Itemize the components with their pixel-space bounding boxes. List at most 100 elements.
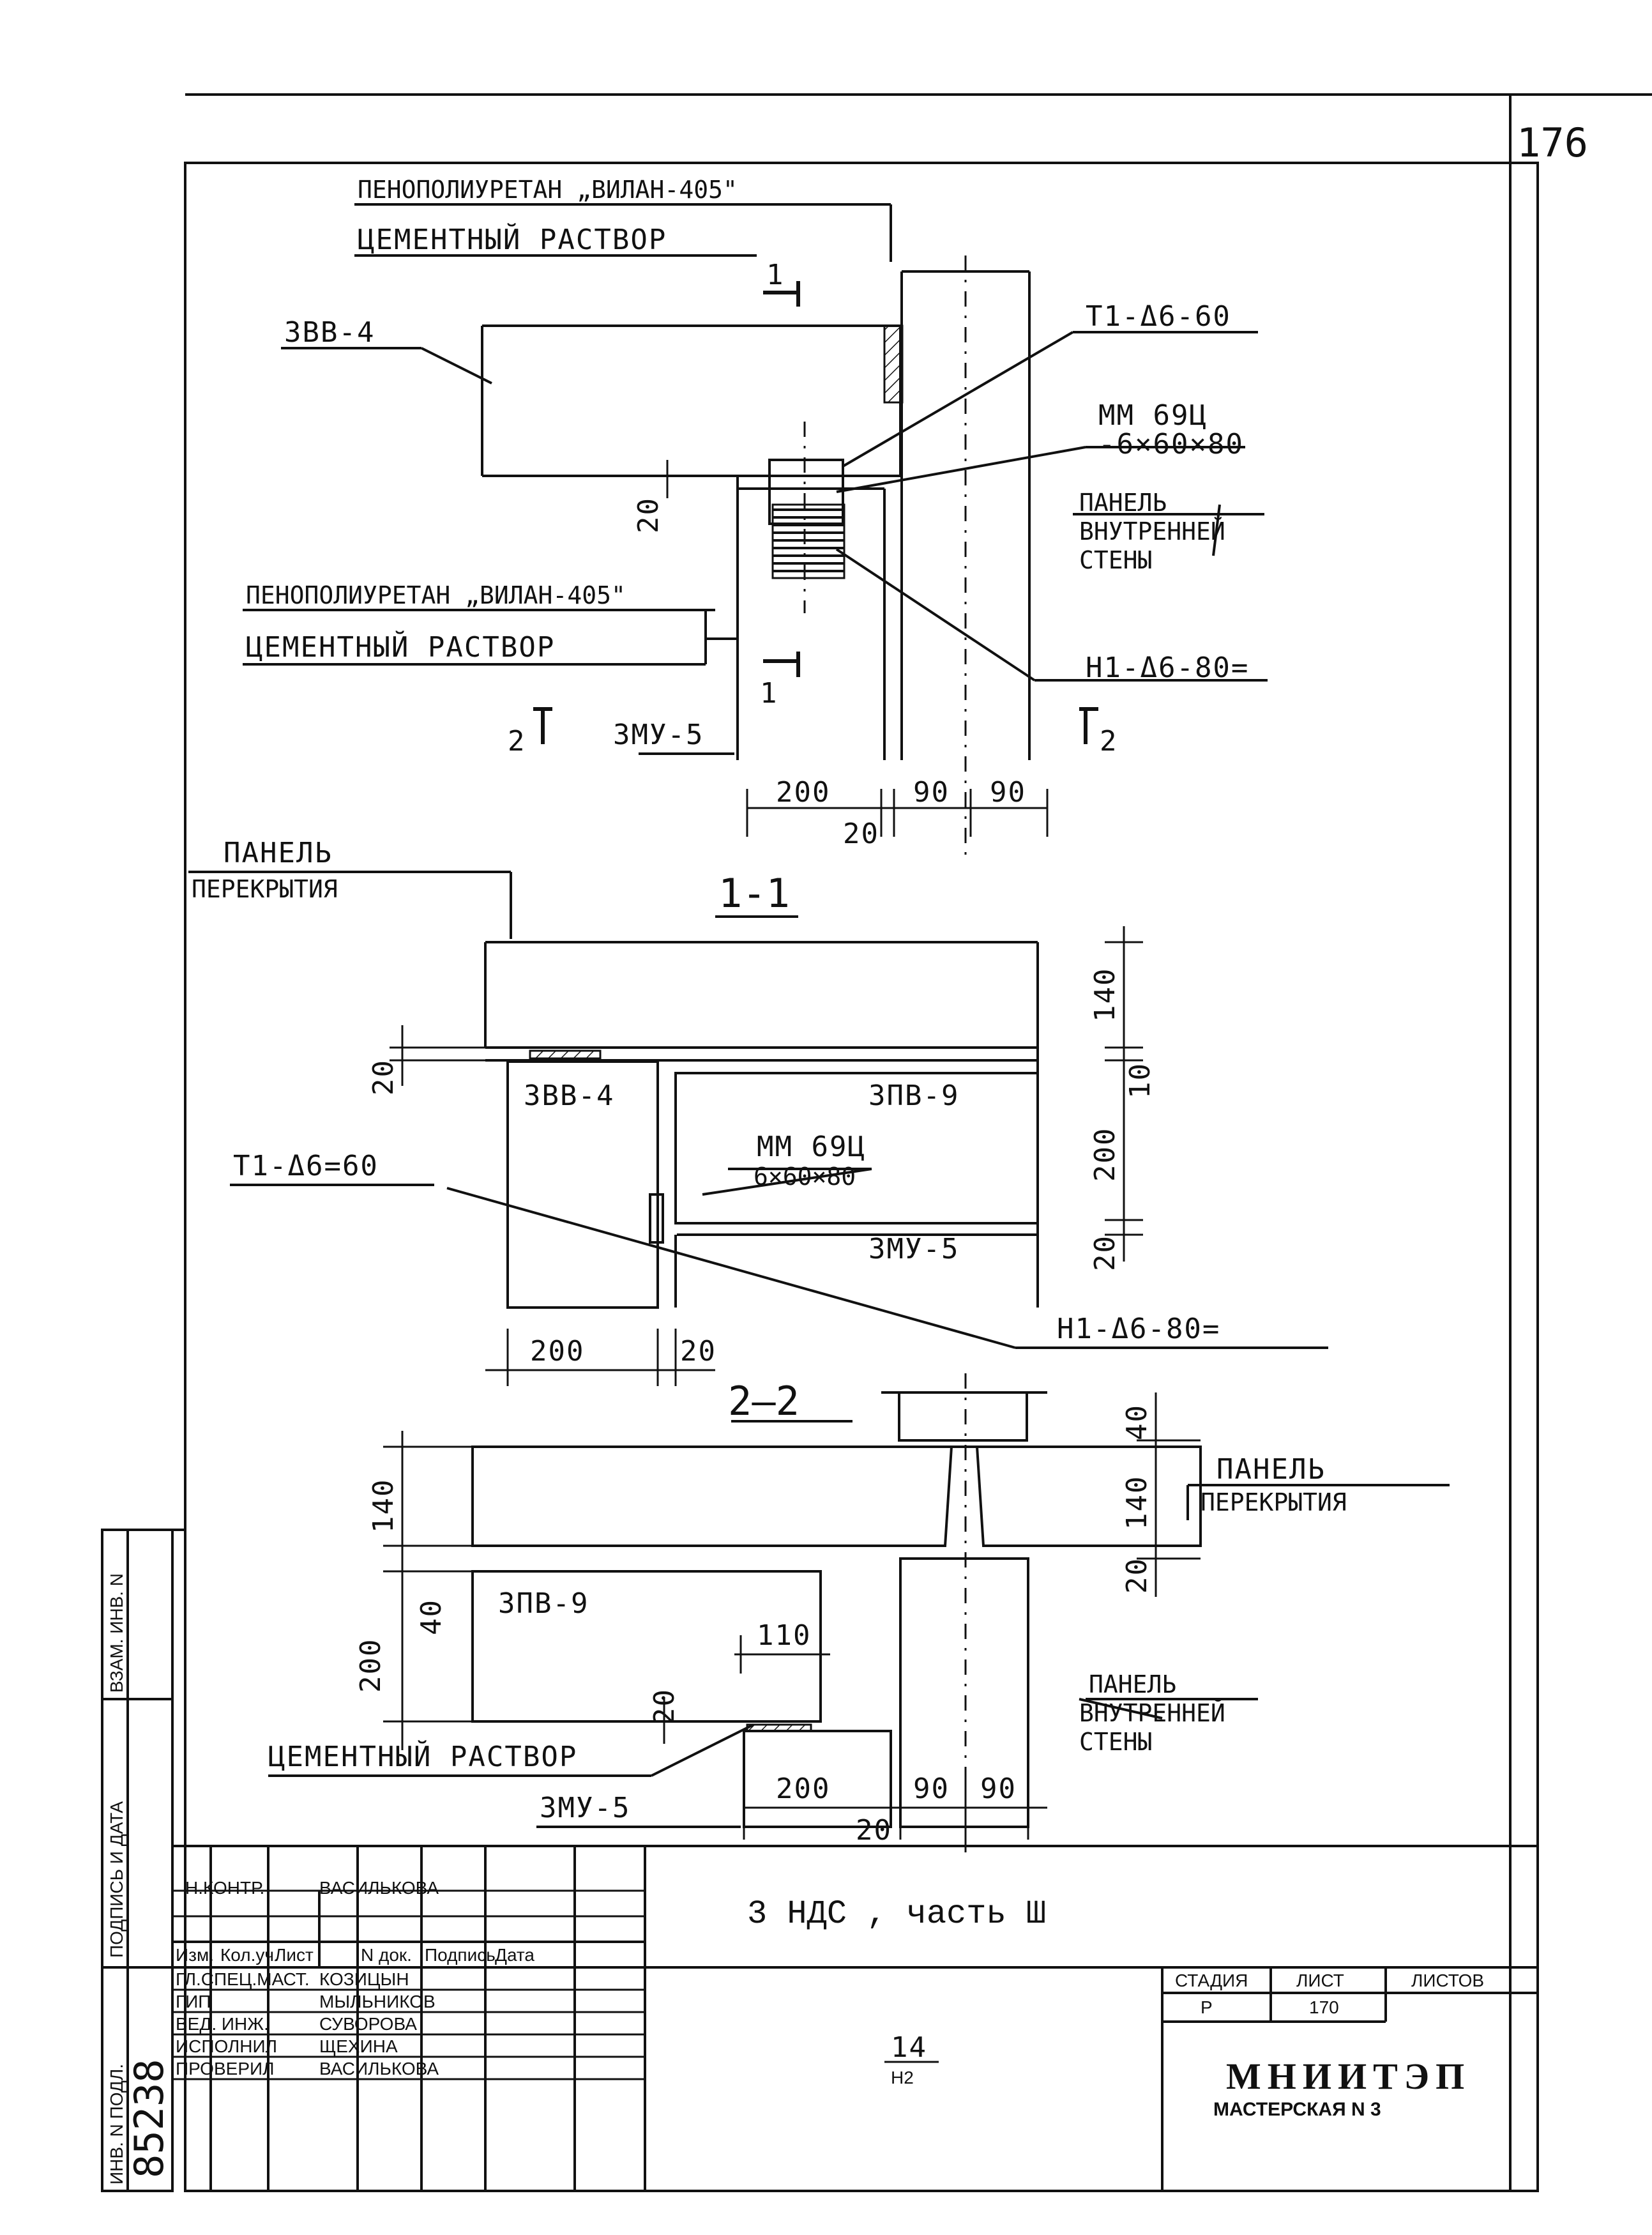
- v2-h1-label: Н1-Δ6-80=: [1057, 1313, 1220, 1345]
- v1-section-mark-1: 1: [766, 259, 785, 291]
- v2-dim-20h: 20: [680, 1335, 716, 1368]
- tb-header-5: Дата: [495, 1945, 534, 1965]
- v3-dim-110: 110: [757, 1619, 811, 1652]
- tb-row-3-role: ИСПОЛНИЛ: [176, 2036, 277, 2056]
- tb-org-sub: МАСТЕРСКАЯ N 3: [1213, 2099, 1381, 2120]
- v3-dim-90b: 90: [980, 1773, 1017, 1805]
- sheet-number: 176: [1517, 119, 1588, 166]
- tb-row-0-name: КОЗИЦЫН: [319, 1969, 409, 1989]
- tb-sheet-label: ЛИСТ: [1296, 1971, 1344, 1990]
- v2-dim-200: 200: [1089, 1127, 1121, 1182]
- v2-dim-20a: 20: [367, 1059, 400, 1095]
- v2-mm-size: 6×60×80: [754, 1163, 856, 1191]
- title-block: [172, 1845, 1538, 2191]
- tb-stage-label: СТАДИЯ: [1175, 1971, 1248, 1990]
- v1-dim-200: 200: [776, 776, 830, 809]
- tb-row-2-name: СУВОРОВА: [319, 2014, 417, 2034]
- v3-inner-wall-2: ВНУТРЕННЕЙ: [1079, 1699, 1225, 1727]
- tb-row-0-role: ГЛ.СПЕЦ.МАСТ.: [176, 1969, 310, 1989]
- stamp-vzam: ВЗАМ. ИНВ. N: [107, 1573, 126, 1693]
- tb-row-3-name: ЩЕХИНА: [319, 2036, 398, 2056]
- v1-dim-20b: 20: [843, 818, 879, 850]
- v1-dim-90b: 90: [990, 776, 1026, 809]
- v2-dim-140: 140: [1089, 968, 1121, 1022]
- tb-center-sub: Н2: [891, 2068, 914, 2087]
- tb-header-1: Кол.уч.: [220, 1945, 279, 1965]
- v1-lower-label-2: ЦЕМЕНТНЫЙ РАСТВОР: [246, 630, 555, 664]
- view-2-section-1-1: [188, 871, 1328, 1423]
- tb-doc-title: 3 НДС , часть Ш: [747, 1895, 1046, 1933]
- tb-org-name: МНИИТЭП: [1226, 2056, 1471, 2097]
- v1-dim-90a: 90: [913, 776, 950, 809]
- v3-dim-20r: 20: [1121, 1557, 1153, 1594]
- v3-dim-40a: 40: [415, 1599, 448, 1635]
- v2-t1-label: Т1-Δ6=60: [233, 1150, 379, 1182]
- tb-center-num: 14: [891, 2031, 927, 2064]
- v1-inner-wall-2: ВНУТРЕННЕЙ: [1079, 517, 1225, 545]
- v1-inner-wall-1: ПАНЕЛЬ: [1079, 489, 1167, 517]
- v2-mm-label: ММ 69Ц: [757, 1131, 866, 1163]
- v3-cement: ЦЕМЕНТНЫЙ РАСТВОР: [268, 1739, 577, 1773]
- v2-dim-20b: 20: [1089, 1235, 1121, 1271]
- v3-dim-40r: 40: [1121, 1404, 1153, 1440]
- tb-row-1-name: МЫЛЬНИКОВ: [319, 1992, 436, 2011]
- v2-dim-200h: 200: [530, 1335, 584, 1368]
- v2-section-title: 1-1: [718, 870, 790, 917]
- v3-panel-3pv9: 3ПВ-9: [498, 1587, 589, 1620]
- stamp-inv: ИНВ. N ПОДЛ.: [107, 2064, 126, 2185]
- tb-row-4-role: ПРОВЕРИЛ: [176, 2059, 275, 2079]
- v3-dim-90a: 90: [913, 1773, 950, 1805]
- v1-mm-size: -6×60×80: [1098, 428, 1244, 461]
- tb-sheets-label: ЛИСТОВ: [1411, 1971, 1484, 1990]
- tb-nkontr-role: Н.КОНТР.: [185, 1878, 264, 1898]
- v3-dim-200v: 200: [354, 1638, 387, 1693]
- v1-t1-label: Т1-Δ6-60: [1086, 300, 1231, 333]
- tb-row-4-name: ВАСИЛЬКОВА: [319, 2059, 439, 2079]
- tb-row-2-role: ВЕД. ИНЖ.: [176, 2014, 269, 2034]
- v3-dim-20h: 20: [856, 1814, 892, 1847]
- v2-floor-panel-2: ПЕРЕКРЫТИЯ: [192, 875, 338, 903]
- v3-inner-wall-1: ПАНЕЛЬ: [1089, 1670, 1176, 1698]
- v1-panel-3mu5: 3МУ-5: [613, 719, 704, 751]
- view-3-section-2-2: [268, 1373, 1450, 1852]
- stamp-inv-value: 85238: [126, 2059, 172, 2178]
- v3-dim-140r: 140: [1121, 1476, 1153, 1530]
- v3-section-title: 2—2: [728, 1378, 799, 1424]
- sheet-frame: [171, 93, 1652, 2192]
- v2-dim-10: 10: [1124, 1062, 1156, 1099]
- v1-section-mark-1b: 1: [760, 677, 778, 710]
- v1-h1-label: Н1-Δ6-80=: [1086, 652, 1249, 684]
- side-stamps: [101, 1529, 174, 2192]
- v1-lower-label-1: ПЕНОПОЛИУРЕТАН „ВИЛАН-405": [246, 581, 626, 609]
- stamp-podpis: ПОДПИСЬ И ДАТА: [107, 1801, 126, 1958]
- v3-floor-panel-1: ПАНЕЛЬ: [1216, 1453, 1326, 1486]
- view-1-plan: [243, 203, 1268, 856]
- v1-panel-3vv4: 3ВВ-4: [284, 316, 375, 349]
- tb-header-4: Подпись: [425, 1945, 496, 1965]
- v1-dim-20: 20: [632, 497, 665, 533]
- tb-row-1-role: ГИП: [176, 1992, 211, 2011]
- v1-top-label-1: ПЕНОПОЛИУРЕТАН „ВИЛАН-405": [358, 176, 738, 204]
- v1-section-mark-2b: 2: [1100, 725, 1118, 758]
- tb-header-3: N док.: [361, 1945, 412, 1965]
- v1-inner-wall-3: СТЕНЫ: [1079, 546, 1152, 574]
- v3-panel-3mu5: 3МУ-5: [540, 1792, 630, 1824]
- v3-dim-20v: 20: [648, 1688, 681, 1725]
- v1-section-mark-2a: 2: [508, 725, 526, 758]
- tb-sheet-value: 170: [1309, 1997, 1339, 2017]
- v3-dim-200h: 200: [776, 1773, 830, 1805]
- v1-top-label-2: ЦЕМЕНТНЫЙ РАСТВОР: [358, 222, 667, 256]
- v2-panel-3mu5: 3МУ-5: [868, 1233, 959, 1265]
- v1-mm-label: ММ 69Ц: [1098, 399, 1208, 432]
- v2-floor-panel-1: ПАНЕЛЬ: [224, 837, 333, 869]
- v3-dim-140a: 140: [367, 1479, 400, 1533]
- v2-panel-3vv4: 3ВВ-4: [524, 1079, 614, 1112]
- v3-floor-panel-2: ПЕРЕКРЫТИЯ: [1201, 1488, 1347, 1516]
- tb-nkontr-name: ВАСИЛЬКОВА: [319, 1878, 439, 1898]
- tb-stage-value: Р: [1201, 1997, 1213, 2017]
- tb-header-2: Лист: [275, 1945, 314, 1965]
- v2-panel-3pv9: 3ПВ-9: [868, 1079, 959, 1112]
- v3-inner-wall-3: СТЕНЫ: [1079, 1728, 1152, 1756]
- tb-header-0: Изм.: [176, 1945, 214, 1965]
